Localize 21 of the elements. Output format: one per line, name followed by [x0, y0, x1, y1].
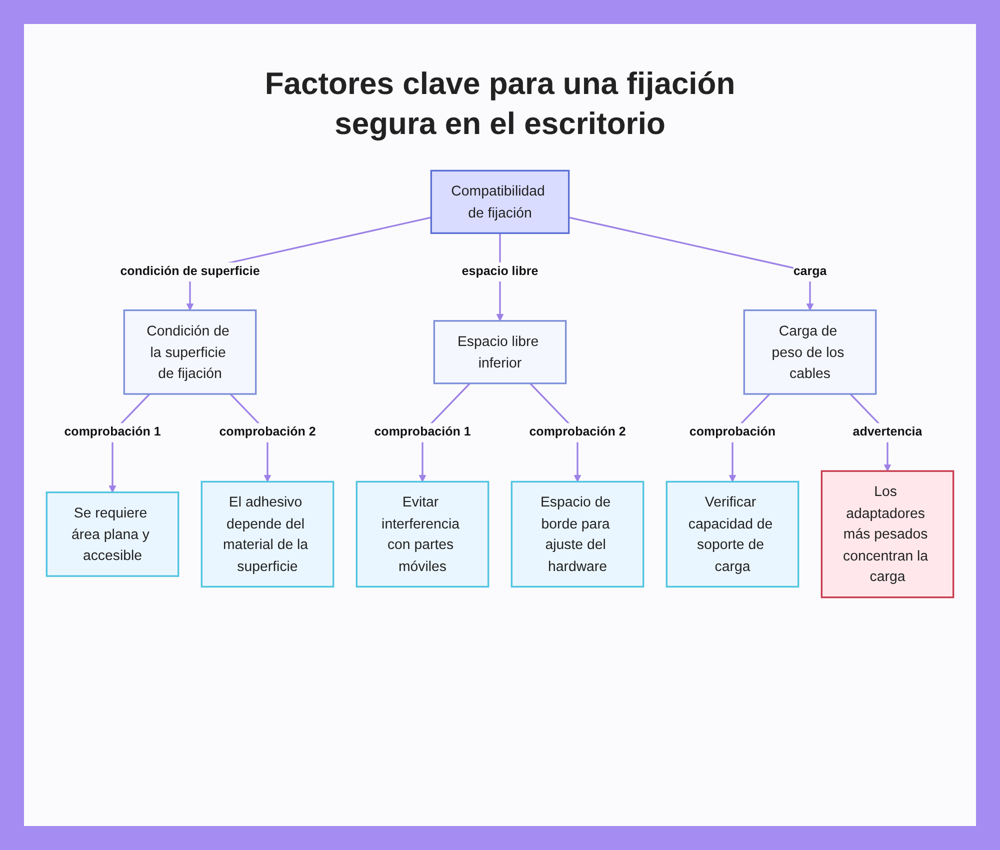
node-box: Espacio libre inferior — [433, 320, 567, 384]
node-box: Evitar interferencia con partes móviles — [356, 480, 490, 588]
node-box: Se requiere área plana y accesible — [46, 492, 180, 577]
edge-label: espacio libre — [462, 264, 538, 278]
node-box: Condición de la superficie de fijación — [123, 309, 257, 395]
edge-label: comprobación — [689, 424, 776, 439]
node-box: Los adaptadores más pesados concentran la carga — [820, 470, 954, 598]
node-box: Verificar capacidad de soporte de carga — [666, 480, 800, 588]
node-box: Compatibilidad de fijación — [430, 170, 570, 234]
edge-label: carga — [793, 264, 827, 278]
node-box: Espacio de borde para ajuste del hardware — [510, 480, 644, 588]
edge-label: condición de superficie — [120, 264, 260, 278]
diagram-title: Factores clave para una fijación segura en el escritorio — [264, 65, 736, 143]
edge-label: advertencia — [852, 424, 922, 439]
edge-label: comprobación 1 — [374, 424, 471, 439]
edge-label: comprobación 1 — [64, 424, 161, 439]
arrow — [568, 216, 814, 311]
edge-label: comprobación 2 — [529, 424, 626, 439]
edge-label: comprobación 2 — [219, 424, 316, 439]
node-box: El adhesivo depende del material de la superficie — [200, 480, 334, 588]
node-box: Carga de peso de los cables — [743, 309, 877, 395]
